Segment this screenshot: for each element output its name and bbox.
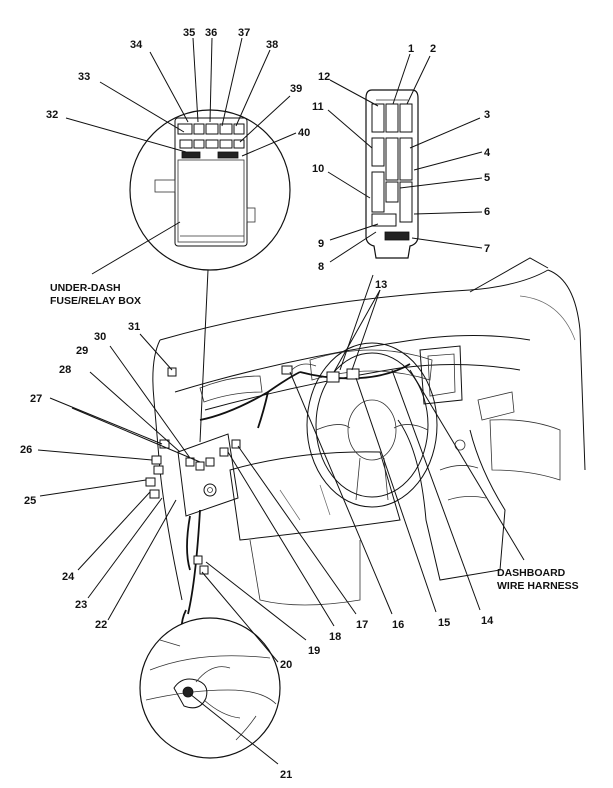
callout-1: 1 [408, 43, 414, 55]
callout-13: 13 [375, 279, 387, 291]
callout-33: 33 [78, 71, 90, 83]
callout-35: 35 [183, 27, 195, 39]
callout-38: 38 [266, 39, 278, 51]
callout-21: 21 [280, 769, 292, 781]
callout-14: 14 [481, 615, 494, 627]
callout-10: 10 [312, 163, 324, 175]
callout-23: 23 [75, 599, 87, 611]
callout-26: 26 [20, 444, 32, 456]
callout-37: 37 [238, 27, 250, 39]
callout-30: 30 [94, 331, 106, 343]
callout-40: 40 [298, 127, 310, 139]
callout-11: 11 [312, 101, 324, 113]
callout-22: 22 [95, 619, 107, 631]
callout-31: 31 [128, 321, 140, 333]
callout-39: 39 [290, 83, 302, 95]
callout-2: 2 [430, 43, 436, 55]
callout-19: 19 [308, 645, 320, 657]
callout-numbers: 1 2 3 4 5 6 7 8 9 10 11 12 13 14 15 16 1… [20, 27, 494, 781]
callout-32: 32 [46, 109, 58, 121]
callout-20: 20 [280, 659, 292, 671]
callout-28: 28 [59, 364, 71, 376]
callout-7: 7 [484, 243, 490, 255]
callout-29: 29 [76, 345, 88, 357]
lower-connector-detail [139, 617, 281, 759]
callout-16: 16 [392, 619, 404, 631]
callout-5: 5 [484, 172, 490, 184]
callout-18: 18 [329, 631, 341, 643]
callout-12: 12 [318, 71, 330, 83]
callout-8: 8 [318, 261, 324, 273]
callout-36: 36 [205, 27, 217, 39]
callout-9: 9 [318, 238, 324, 250]
harness-caption-line2: WIRE HARNESS [497, 580, 579, 592]
callout-17: 17 [356, 619, 368, 631]
callout-27: 27 [30, 393, 42, 405]
callout-4: 4 [484, 147, 491, 159]
callout-24: 24 [62, 571, 75, 583]
dashboard-illustration [145, 257, 586, 642]
leader-lines [37, 37, 525, 765]
under-dash-fuse-relay-box-detail [129, 109, 291, 271]
callout-15: 15 [438, 617, 450, 629]
harness-caption-line1: DASHBOARD [497, 567, 566, 579]
callout-3: 3 [484, 109, 490, 121]
callout-25: 25 [24, 495, 36, 507]
fuse-panel-detail [365, 89, 419, 259]
callout-6: 6 [484, 206, 490, 218]
fuse-box-caption-line1: UNDER-DASH [50, 282, 121, 294]
fuse-box-caption-line2: FUSE/RELAY BOX [50, 295, 141, 307]
callout-34: 34 [130, 39, 143, 51]
